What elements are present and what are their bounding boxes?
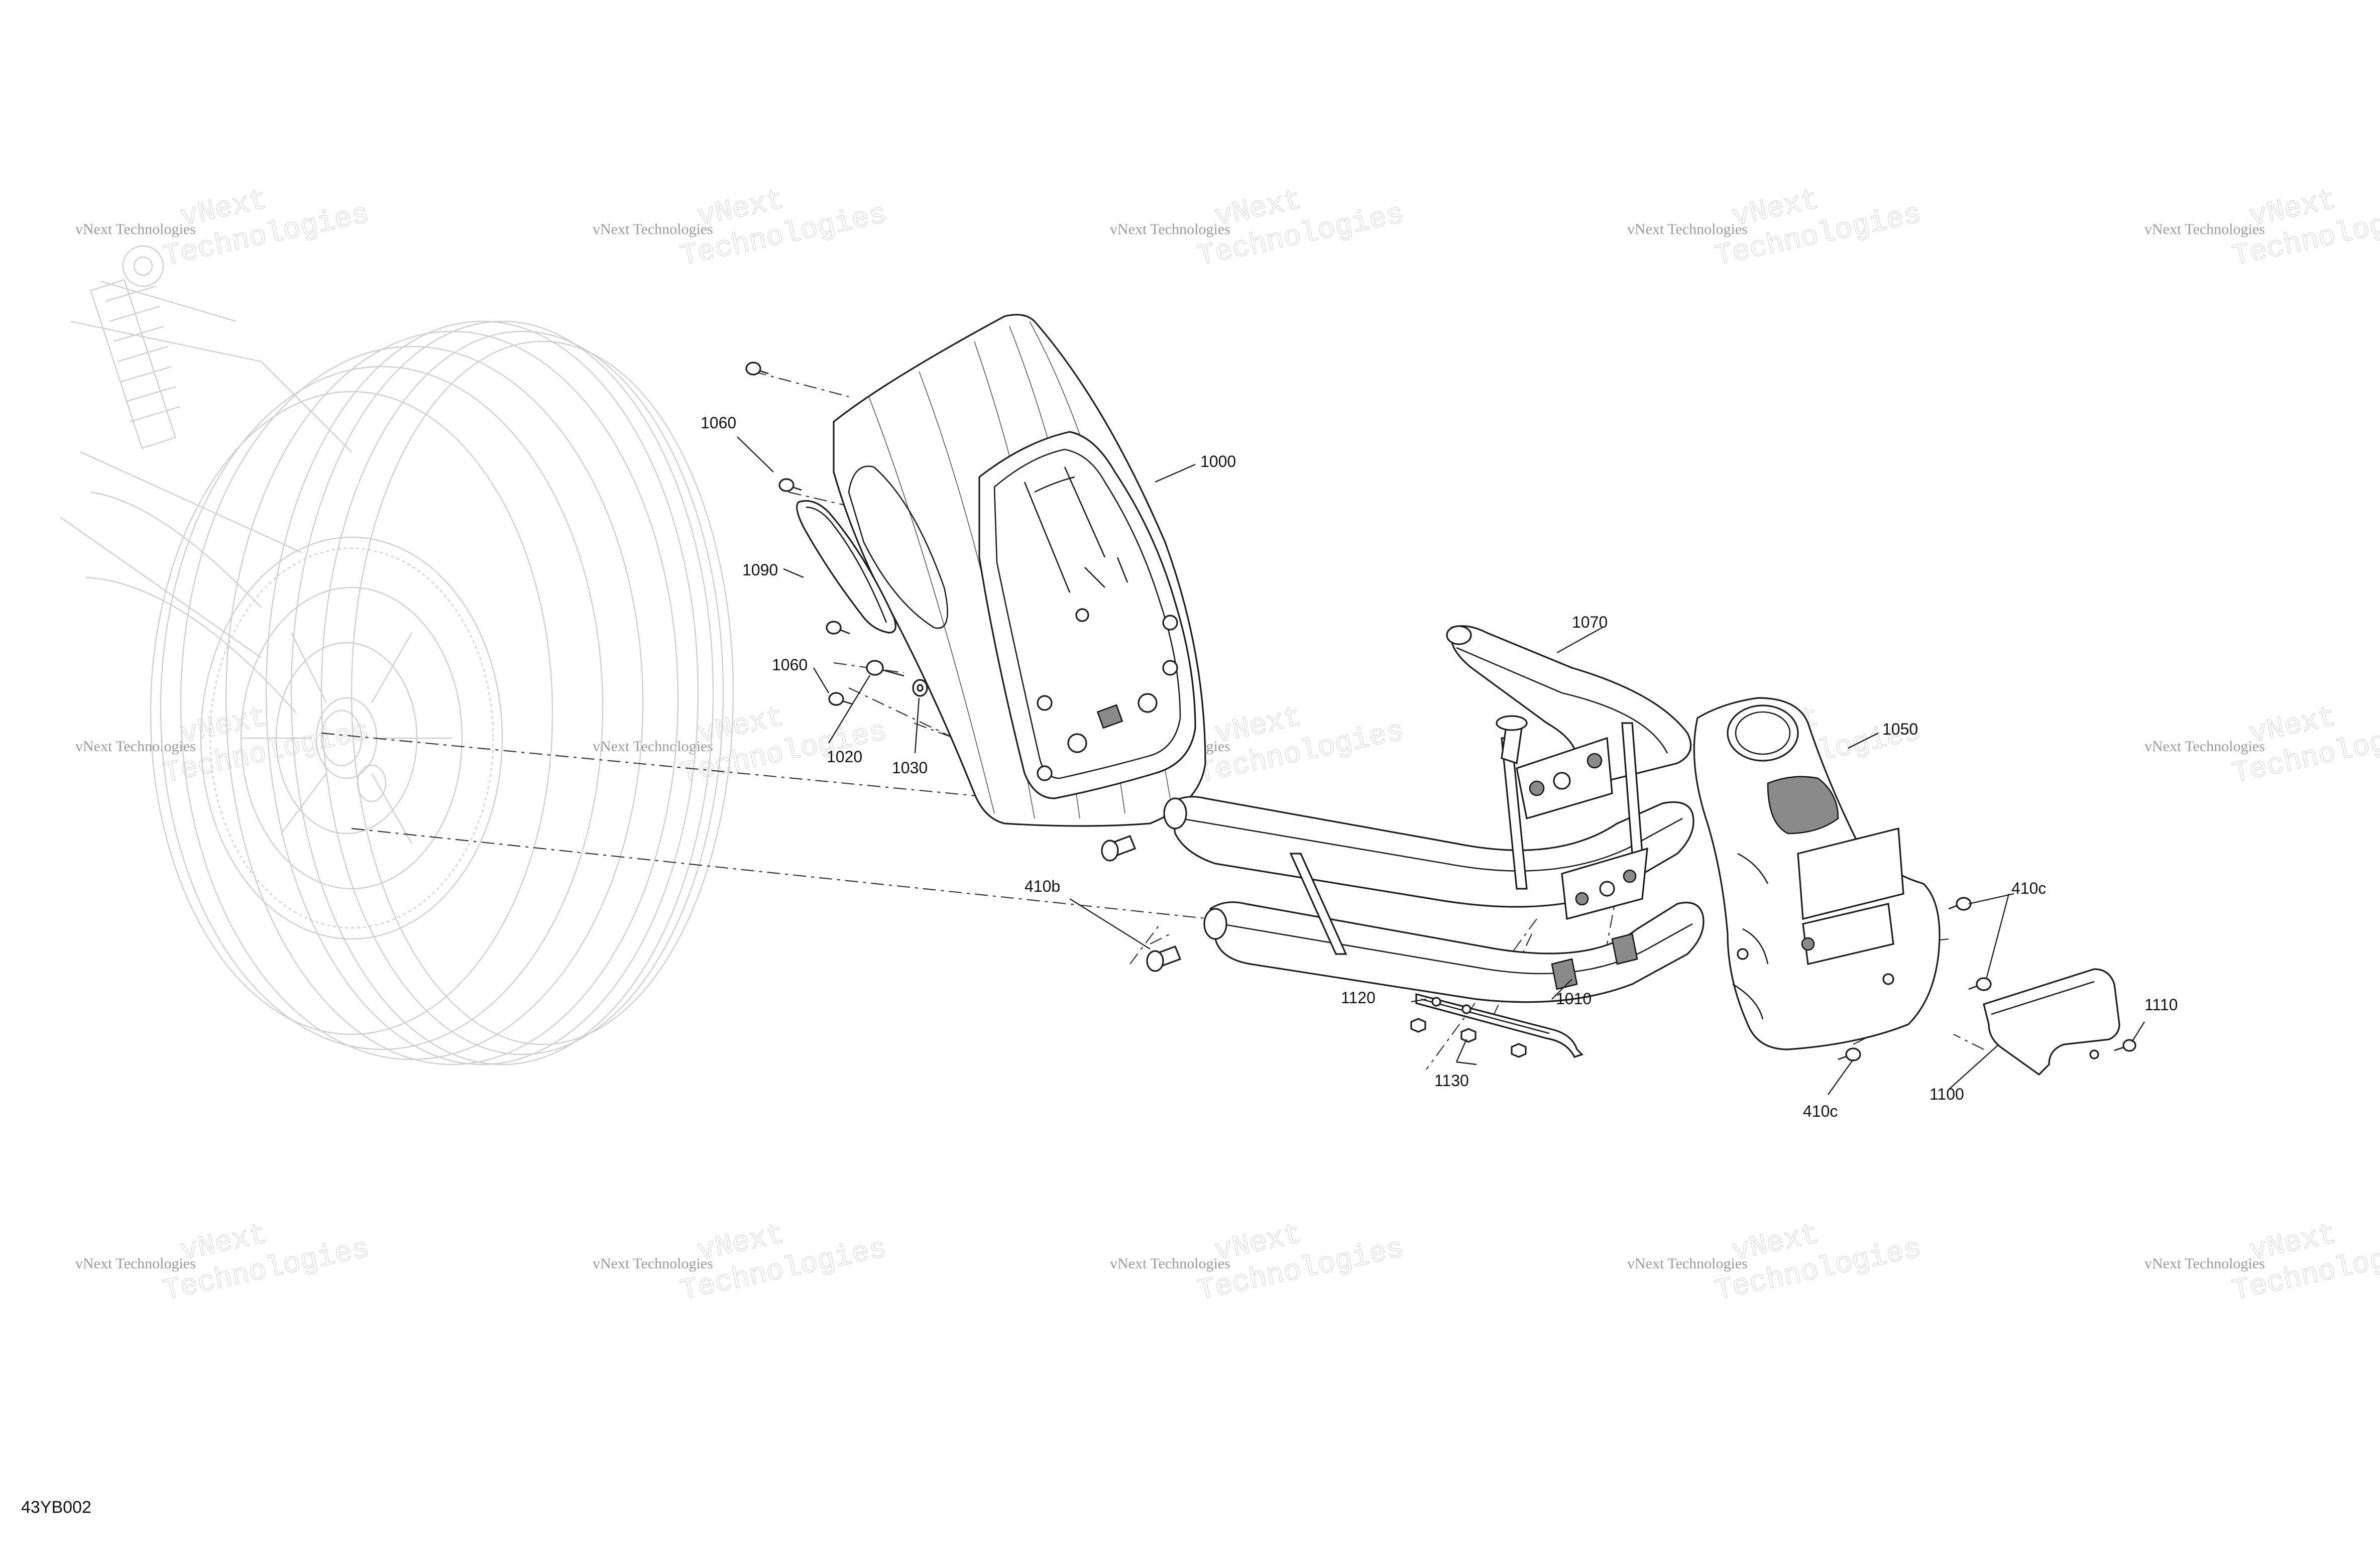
callout-1000: 1000 <box>1200 452 1236 470</box>
watermark-small: vNext Technologies <box>593 221 713 238</box>
callout-1050: 1050 <box>1882 720 1918 738</box>
watermark-small: vNext Technologies <box>75 221 196 238</box>
callout-1100: 1100 <box>1930 1085 1964 1103</box>
ghost-rear-wheel-assembly <box>60 245 734 1065</box>
callout-1090: 1090 <box>742 561 778 579</box>
part-1050-cover-panel <box>1693 697 1941 1050</box>
bolt-410b-upper <box>1101 835 1137 862</box>
screws-410c <box>1838 897 1992 1061</box>
watermark-small: vNext Technologies <box>1627 221 1748 238</box>
part-1120-bracket <box>1415 993 1583 1058</box>
part-1100-plate <box>1983 968 2120 1076</box>
callout-1130: 1130 <box>1434 1072 1469 1090</box>
watermark-small: vNext Technologies <box>2144 738 2265 755</box>
ghost-shock-absorber <box>90 245 180 449</box>
screw-1060-b <box>778 478 802 492</box>
screw-410c-mid <box>1968 977 1992 991</box>
leader-lines <box>737 436 2145 1095</box>
watermark-small: vNext Technologies <box>593 1255 713 1272</box>
diagram-reference-code: 43YB002 <box>21 1498 91 1517</box>
screw-1020 <box>866 660 904 677</box>
watermark-small: vNext Technologies <box>1110 1255 1230 1272</box>
callout-1070: 1070 <box>1572 613 1608 631</box>
part-1000-fender-shell <box>833 314 1206 827</box>
screw-1060-a <box>745 362 769 376</box>
watermark-small: vNext Technologies <box>1110 221 1230 238</box>
callout-1030: 1030 <box>892 759 928 777</box>
part-1070-tubular-frame <box>1163 625 1705 1003</box>
bolts-410b <box>1101 835 1182 972</box>
callout-410c-bottom: 410c <box>1803 1102 1838 1120</box>
washer-1030 <box>912 679 928 697</box>
fasteners-1060-1020-1030 <box>745 362 928 706</box>
screw-1060-c <box>826 621 850 635</box>
part-1130-nuts <box>1410 1018 1527 1058</box>
part-1010-clips <box>1551 933 1638 990</box>
watermark-small: vNext Technologies <box>1627 1255 1748 1272</box>
watermark-small: vNext Technologies <box>75 738 196 755</box>
callout-1110: 1110 <box>2144 996 2178 1014</box>
watermark-small: vNext Technologies <box>75 1255 196 1272</box>
callout-1020: 1020 <box>827 748 862 766</box>
callout-1060-bottom: 1060 <box>772 656 808 674</box>
part-1090-gasket <box>796 500 896 634</box>
watermark-small: vNext Technologies <box>593 738 713 755</box>
watermark-small: vNext Technologies <box>2144 221 2265 238</box>
callout-1120: 1120 <box>1341 989 1376 1007</box>
callout-410c-top: 410c <box>2011 879 2046 897</box>
screw-410c-lower <box>1838 1047 1861 1061</box>
screw-1060-d <box>828 692 853 706</box>
callout-410b: 410b <box>1025 877 1060 895</box>
callout-1010: 1010 <box>1556 990 1592 1008</box>
screw-410c-upper <box>1948 897 1972 911</box>
callout-labels: 1060 1000 1090 1060 1020 1030 1070 1050 … <box>701 414 2178 1120</box>
bolt-410b-lower <box>1146 945 1182 972</box>
part-1110-screw <box>2114 1039 2136 1052</box>
watermark-small: vNext Technologies <box>2144 1255 2265 1272</box>
callout-1060-top: 1060 <box>701 414 736 432</box>
